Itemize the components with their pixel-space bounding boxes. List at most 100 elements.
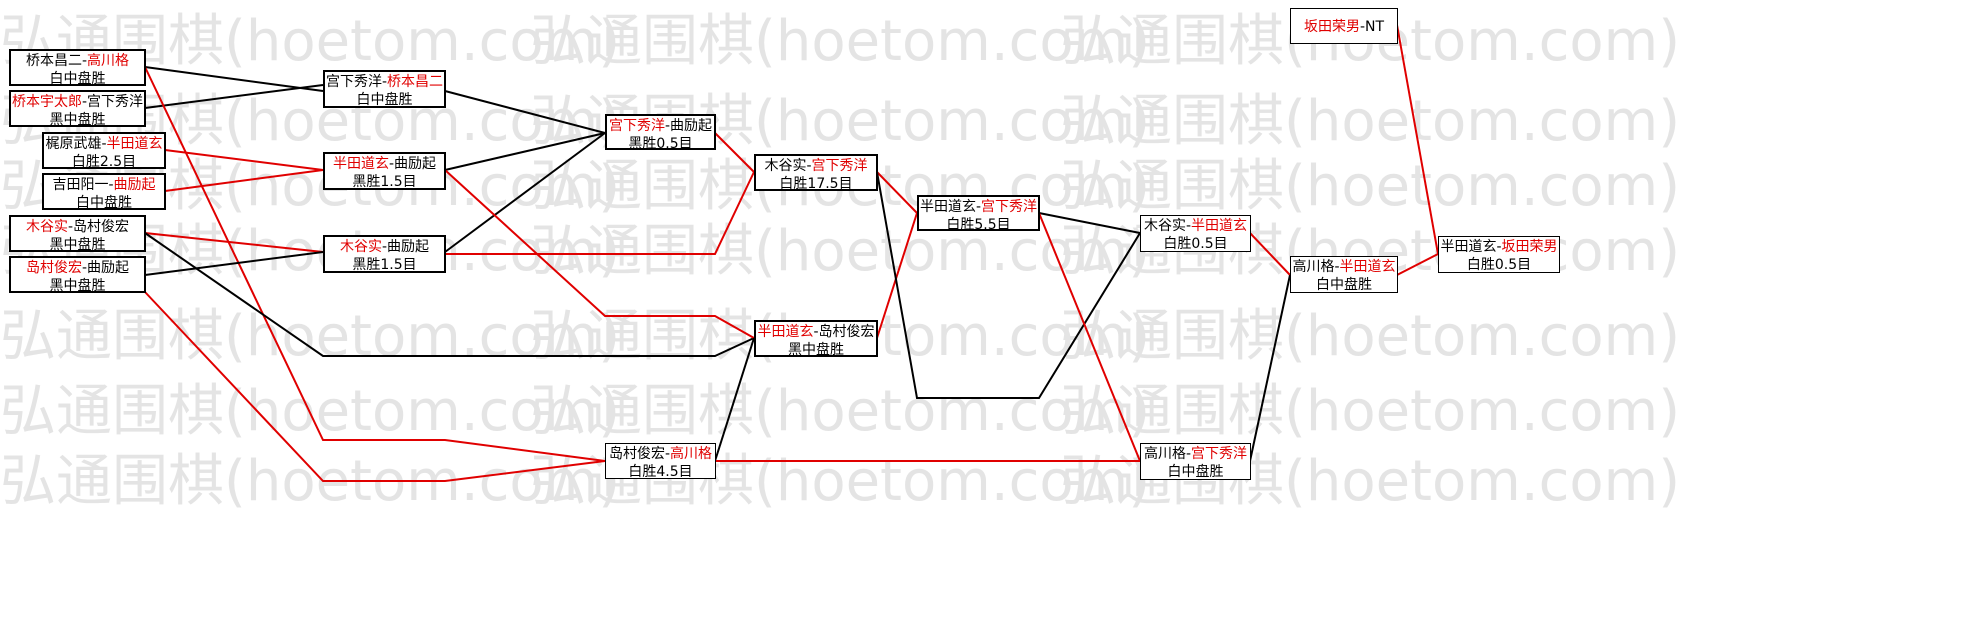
player-name: 宫下秀洋	[608, 118, 665, 134]
match-box: 半田道玄-宫下秀洋白胜5.5目	[917, 195, 1040, 233]
separator: -	[381, 239, 388, 255]
match-box: 高川格-宫下秀洋白中盘胜	[1140, 443, 1251, 480]
connector	[164, 149, 324, 171]
match-box: 梶原武雄-半田道玄白胜2.5目	[42, 132, 166, 170]
match-result: 白中盘胜	[1167, 464, 1224, 480]
player-name: 桥本宇太郎	[11, 94, 82, 110]
connector	[1038, 212, 1141, 462]
match-players: 半田道玄-曲励起	[325, 155, 444, 173]
match-result: 黑胜1.5目	[352, 174, 417, 190]
connector	[444, 90, 606, 134]
player-name: 桥本昌二	[387, 74, 444, 90]
connector	[144, 232, 324, 253]
match-result: 黑中盘胜	[788, 342, 844, 358]
player-name: 宫下秀洋	[1191, 446, 1248, 462]
separator: -	[81, 260, 88, 276]
player-name: 岛村俊宏	[73, 219, 130, 235]
match-result: 黑胜1.5目	[352, 257, 417, 273]
connector	[1396, 253, 1439, 276]
match-box: 岛村俊宏-高川格白胜4.5目	[605, 443, 716, 480]
match-box: 桥本昌二-高川格白中盘胜	[9, 49, 146, 87]
player-name: 桥本昌二	[25, 53, 82, 69]
player-name: 半田道玄	[1440, 239, 1497, 255]
player-name: 半田道玄	[106, 136, 163, 152]
match-box: 宫下秀洋-桥本昌二白中盘胜	[323, 70, 446, 108]
player-name: 坂田荣男	[1303, 19, 1360, 35]
connector	[144, 66, 606, 462]
separator: -	[1185, 218, 1192, 234]
match-result: 白胜17.5目	[779, 176, 853, 192]
match-players: 桥本宇太郎-宫下秀洋	[11, 93, 144, 111]
match-box: 吉田阳一-曲励起白中盘胜	[42, 173, 166, 211]
player-name: 半田道玄	[919, 199, 976, 215]
connector	[444, 132, 606, 253]
player-name: 梶原武雄	[45, 136, 102, 152]
separator: -	[975, 199, 982, 215]
match-players: 半田道玄-岛村俊宏	[756, 323, 876, 341]
match-box: 木谷实-半田道玄白胜0.5目	[1140, 215, 1251, 252]
connector	[444, 169, 755, 339]
player-name: 曲励起	[670, 118, 713, 134]
match-result: 白中盘胜	[76, 195, 132, 211]
player-name: 曲励起	[87, 260, 130, 276]
connector	[876, 212, 918, 339]
match-result: 白胜0.5目	[1163, 236, 1228, 252]
match-result: 黑中盘胜	[49, 237, 106, 253]
match-players: 木谷实-宫下秀洋	[756, 157, 876, 175]
player-name: 曲励起	[113, 177, 156, 193]
match-box: 桥本宇太郎-宫下秀洋黑中盘胜	[9, 90, 146, 128]
player-name: 曲励起	[387, 239, 430, 255]
connector	[164, 169, 324, 192]
match-players: 木谷实-半田道玄	[1141, 217, 1250, 235]
connector	[144, 66, 324, 92]
separator: -	[1334, 259, 1340, 275]
match-players: 高川格-半田道玄	[1291, 258, 1397, 276]
separator: -	[388, 156, 395, 172]
player-name: 半田道玄	[1191, 218, 1248, 234]
player-name: 岛村俊宏	[818, 324, 875, 340]
match-result: 黑胜0.5目	[628, 136, 693, 152]
match-result: 白胜4.5目	[628, 464, 693, 480]
connector	[144, 251, 324, 276]
match-box: 高川格-半田道玄白中盘胜	[1290, 256, 1398, 293]
connector	[714, 337, 755, 462]
player-name: 岛村俊宏	[25, 260, 82, 276]
match-box: 坂田荣男-NT	[1290, 8, 1398, 44]
match-box: 木谷实-岛村俊宏黑中盘胜	[9, 215, 146, 253]
player-name: 坂田荣男	[1501, 239, 1558, 255]
separator: -	[81, 53, 88, 69]
separator: -	[1359, 19, 1366, 35]
match-box: 半田道玄-岛村俊宏黑中盘胜	[754, 320, 878, 358]
match-players: 半田道玄-宫下秀洋	[919, 198, 1038, 216]
match-players: 高川格-宫下秀洋	[1141, 445, 1250, 463]
match-result: 白中盘胜	[49, 71, 106, 87]
player-name: 宫下秀洋	[325, 74, 382, 90]
separator: -	[664, 118, 671, 134]
match-box: 半田道玄-曲励起黑胜1.5目	[323, 152, 446, 190]
player-name: 高川格	[670, 446, 713, 462]
player-name: 木谷实	[764, 158, 807, 174]
player-name: 宫下秀洋	[981, 199, 1038, 215]
connector	[1249, 232, 1291, 276]
match-players: 木谷实-岛村俊宏	[11, 218, 144, 236]
separator: -	[813, 324, 819, 340]
player-name: 木谷实	[1143, 218, 1186, 234]
match-players: 岛村俊宏-曲励起	[11, 259, 144, 277]
separator: -	[101, 136, 107, 152]
player-name: 半田道玄	[1339, 259, 1396, 275]
player-name: 木谷实	[339, 239, 382, 255]
match-players: 宫下秀洋-桥本昌二	[325, 73, 444, 91]
player-name: 宫下秀洋	[811, 158, 868, 174]
separator: -	[1185, 446, 1192, 462]
match-result: 白中盘胜	[1316, 277, 1372, 293]
player-name: 半田道玄	[757, 324, 814, 340]
match-box: 半田道玄-坂田荣男白胜0.5目	[1438, 236, 1560, 273]
separator: -	[381, 74, 388, 90]
match-result: 白胜5.5目	[946, 217, 1011, 233]
player-name: 木谷实	[25, 219, 68, 235]
match-players: 坂田荣男-NT	[1291, 18, 1397, 36]
match-result: 黑中盘胜	[49, 112, 106, 128]
player-name: 高川格	[1292, 259, 1335, 275]
connector	[714, 132, 755, 173]
